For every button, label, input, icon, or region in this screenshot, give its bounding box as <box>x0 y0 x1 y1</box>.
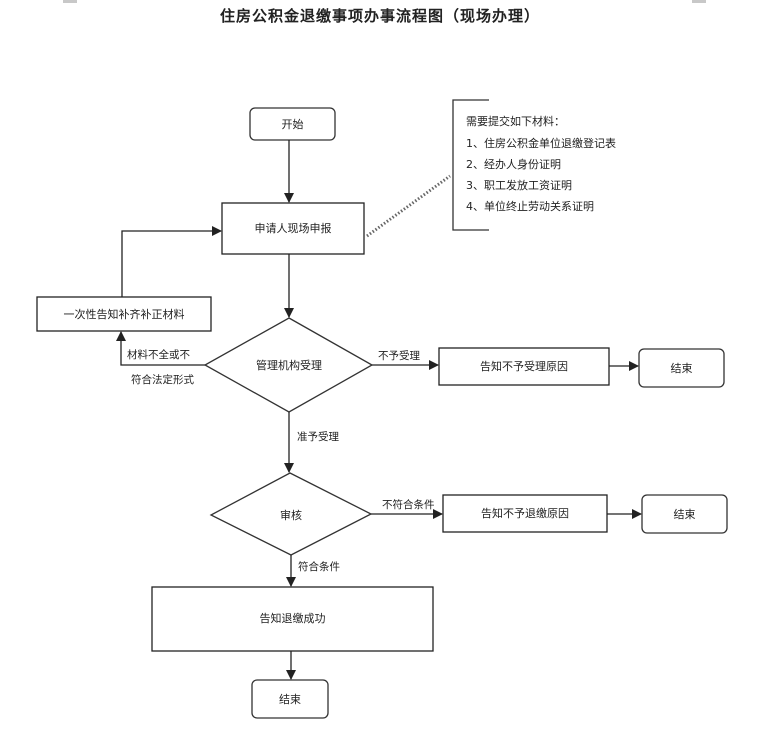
note-line-3: 3、职工发放工资证明 <box>466 178 572 192</box>
edge-supplement-to-apply <box>121 226 222 297</box>
note-line-1: 1、住房公积金单位退缴登记表 <box>466 136 616 150</box>
node-end-2-label: 结束 <box>674 508 696 521</box>
edge-label-incomplete-line2: 符合法定形式 <box>131 373 194 386</box>
node-accept-decision: 管理机构受理 <box>203 317 374 413</box>
edge-label-not-eligible: 不符合条件 <box>382 498 435 511</box>
node-reject-notice-label: 告知不予受理原因 <box>480 359 568 373</box>
note-bracket <box>452 99 489 231</box>
note-line-4: 4、单位终止劳动关系证明 <box>466 199 594 213</box>
node-reject-notice: 告知不予受理原因 <box>438 347 610 386</box>
node-end-3-label: 结束 <box>279 693 301 706</box>
node-apply: 申请人现场申报 <box>221 202 365 255</box>
edge-label-eligible: 符合条件 <box>298 560 340 573</box>
edge-label-not-accepted: 不予受理 <box>378 350 420 362</box>
node-end-1: 结束 <box>638 348 725 388</box>
node-end-2: 结束 <box>641 494 728 534</box>
node-review-decision: 审核 <box>209 472 373 556</box>
node-success-notice: 告知退缴成功 <box>151 586 434 652</box>
node-refuse-notice: 告知不予退缴原因 <box>442 494 608 533</box>
node-end-1-label: 结束 <box>671 362 693 375</box>
note-line-2: 2、经办人身份证明 <box>466 157 561 171</box>
page-corner-mark-right <box>692 0 706 3</box>
node-end-3: 结束 <box>251 679 329 719</box>
node-refuse-notice-label: 告知不予退缴原因 <box>481 506 569 520</box>
edge-accept-to-supplement <box>116 331 205 366</box>
node-start-label: 开始 <box>282 117 304 131</box>
note-connector-dotted <box>366 174 451 238</box>
node-apply-label: 申请人现场申报 <box>255 221 332 235</box>
edge-label-incomplete-line1: 材料不全或不 <box>127 348 190 361</box>
node-start: 开始 <box>249 107 336 141</box>
note-line-heading: 需要提交如下材料： <box>466 114 565 128</box>
node-accept-decision-label: 管理机构受理 <box>256 358 322 372</box>
diagram-title: 住房公积金退缴事项办事流程图（现场办理） <box>219 7 540 25</box>
node-supplement-label: 一次性告知补齐补正材料 <box>64 307 185 321</box>
node-success-notice-label: 告知退缴成功 <box>260 611 326 625</box>
edge-label-accepted: 准予受理 <box>297 431 339 443</box>
node-supplement: 一次性告知补齐补正材料 <box>36 296 212 332</box>
page-corner-mark-left <box>63 0 77 3</box>
node-review-decision-label: 审核 <box>280 508 302 522</box>
